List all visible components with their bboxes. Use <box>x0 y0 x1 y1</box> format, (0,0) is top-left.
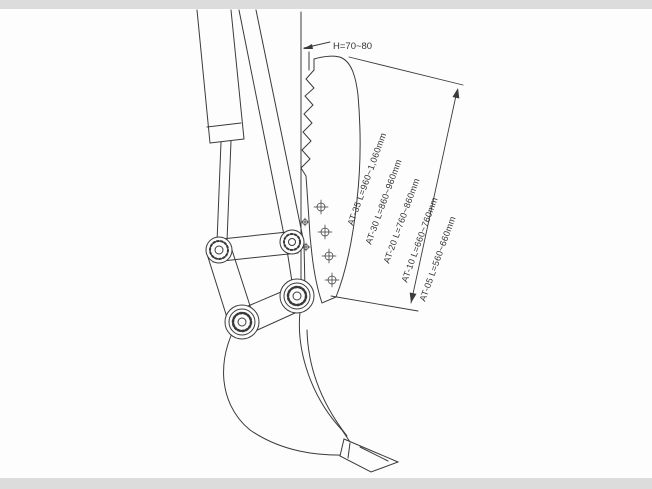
height-dimension <box>303 41 331 49</box>
bolt-hole <box>321 248 337 264</box>
bolt-hole <box>324 272 340 288</box>
piston-rod-right-edge <box>226 140 232 242</box>
claw-outer-edge <box>223 313 350 456</box>
length-dimension <box>330 56 464 312</box>
pin-cylinder-rod-end <box>205 236 233 264</box>
hole-cross <box>321 248 337 264</box>
tooth-point <box>339 438 400 473</box>
claw-inner-edge <box>298 311 351 443</box>
hole-cross <box>324 272 340 288</box>
cylinder-body-left-edge <box>196 9 211 144</box>
pin-flange-ring <box>279 278 315 314</box>
top-border-band <box>0 0 652 9</box>
pivot-pins <box>205 229 315 340</box>
blade-outline <box>300 55 361 304</box>
bolt-holes <box>300 199 340 288</box>
cylinder-end-cap <box>209 138 245 144</box>
cylinder-gland-line <box>206 122 242 128</box>
pin-outer-ring <box>228 308 256 336</box>
pin-knurl-ring <box>231 311 253 333</box>
mounting-plate <box>300 11 310 311</box>
pin-center <box>237 317 247 327</box>
bolt-hole <box>313 199 329 215</box>
serrated-blade <box>300 55 361 304</box>
ripper-claw <box>223 311 400 473</box>
upper-link-top-edge <box>211 230 298 241</box>
extension-line-top <box>348 56 464 86</box>
pin-bucket-pivot <box>279 278 315 314</box>
bolt-hole <box>300 217 310 227</box>
pin-center <box>292 291 302 301</box>
tooth-detail-line <box>359 446 389 462</box>
attachment-size-labels: AT-35 L=960~1,060mm AT-30 L=860~960mm AT… <box>345 131 457 302</box>
pin-arm-link <box>279 229 305 255</box>
hydraulic-cylinder <box>196 9 245 243</box>
pin-knurl-ring <box>286 285 308 307</box>
hole-cross <box>317 224 333 240</box>
bolt-hole <box>317 224 333 240</box>
extension-line-bottom <box>330 295 419 312</box>
lower-link-right-edge <box>230 246 255 319</box>
pin-knurl-ring <box>209 240 229 260</box>
dimension-arrowhead-bottom <box>409 292 417 303</box>
h-arrowhead <box>303 44 313 49</box>
tooth-joint-line <box>347 442 351 459</box>
pin-flange-ring <box>224 304 260 340</box>
bottom-border-band <box>0 478 652 489</box>
claw-thickness-edge <box>306 329 348 437</box>
pin-knurl-ring <box>283 233 301 251</box>
cylinder-body-right-edge <box>230 9 245 140</box>
pin-outer-ring <box>283 282 311 310</box>
pin-center <box>288 238 296 246</box>
hole-cross <box>313 199 329 215</box>
pin-bucket-link <box>224 304 260 340</box>
piston-rod-left-edge <box>216 141 222 243</box>
height-dimension-label: H=70~80 <box>333 41 372 52</box>
dimension-line <box>410 90 458 304</box>
pin-center <box>214 245 224 255</box>
dimension-arrowhead-top <box>452 88 460 99</box>
hole-cross <box>300 217 310 227</box>
